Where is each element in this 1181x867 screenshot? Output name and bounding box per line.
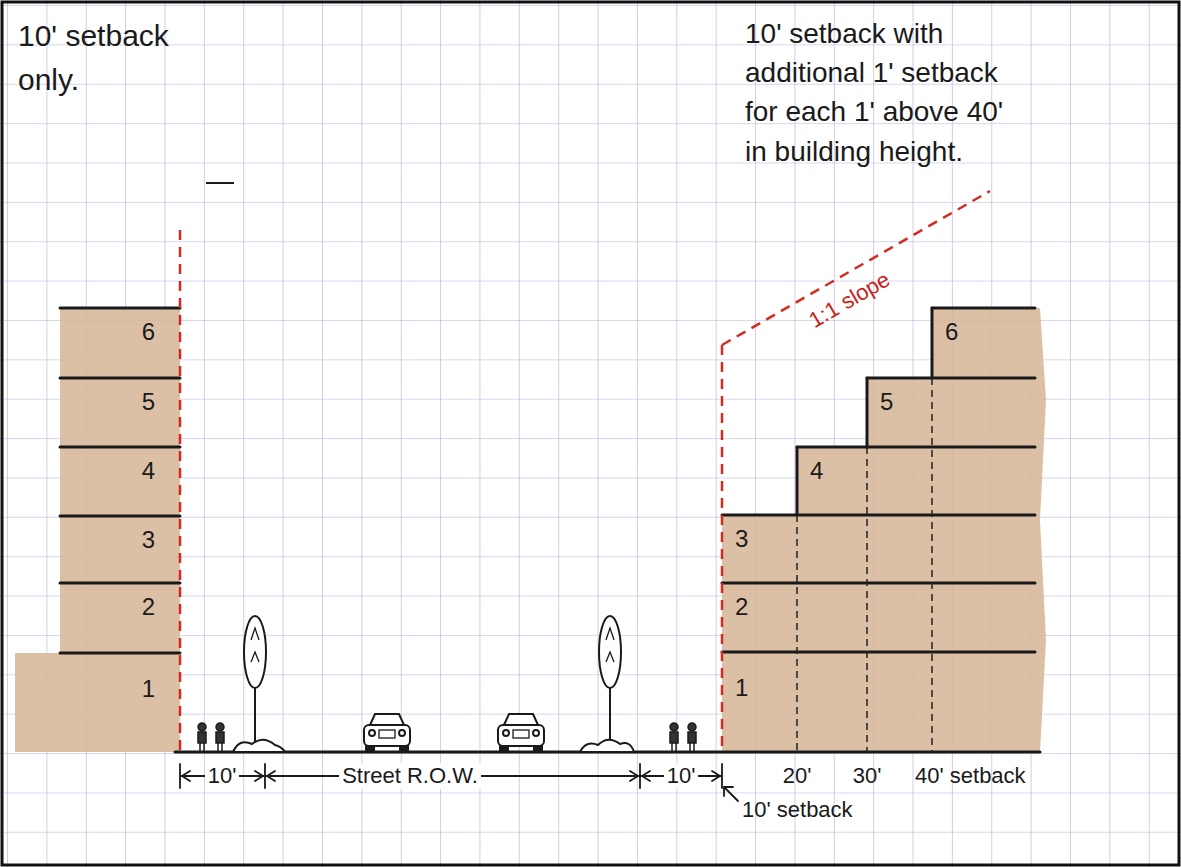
pedestrian bbox=[670, 732, 678, 743]
floor-number: 1 bbox=[142, 675, 155, 704]
floor-number: 2 bbox=[735, 593, 748, 622]
car bbox=[534, 746, 542, 752]
building-floor: 3 bbox=[722, 515, 1040, 583]
setback-line bbox=[721, 345, 724, 752]
building-floor: 3 bbox=[60, 516, 180, 583]
floor-number: 4 bbox=[810, 457, 823, 486]
note: 10' setback with additional 1' setback f… bbox=[745, 14, 1020, 171]
street-tree bbox=[251, 628, 259, 662]
pedestrian bbox=[670, 723, 678, 752]
setback-label: 10' setback bbox=[742, 797, 853, 823]
floor-number: 3 bbox=[142, 526, 155, 555]
street-tree bbox=[233, 616, 285, 752]
car bbox=[513, 730, 529, 738]
floor-line bbox=[60, 308, 1040, 752]
dimension-label: 40' setback bbox=[915, 763, 1026, 789]
floor-number: 2 bbox=[142, 593, 155, 622]
street-tree bbox=[599, 616, 621, 688]
building-fill bbox=[722, 308, 1046, 752]
building-floor: 6 bbox=[932, 308, 1040, 378]
pedestrian bbox=[200, 743, 204, 752]
pedestrian bbox=[218, 743, 222, 752]
building-floor: 4 bbox=[797, 447, 1040, 515]
building-floor: 1 bbox=[15, 653, 180, 752]
car bbox=[399, 730, 405, 736]
street-tree bbox=[233, 740, 285, 752]
pedestrian bbox=[670, 723, 678, 731]
car bbox=[503, 730, 509, 736]
pedestrian bbox=[688, 723, 696, 731]
building-floor: 5 bbox=[867, 378, 1040, 447]
floor-number: 5 bbox=[142, 388, 155, 417]
building-floor: 1 bbox=[722, 652, 1040, 752]
car bbox=[379, 730, 395, 738]
street-tree bbox=[580, 616, 634, 752]
dimension-label: 10' bbox=[664, 763, 699, 789]
floor-line bbox=[722, 308, 1035, 652]
street-tree bbox=[254, 688, 256, 745]
car bbox=[504, 714, 538, 725]
dimension-label: 20' bbox=[783, 763, 812, 789]
car bbox=[400, 746, 408, 752]
car bbox=[366, 746, 374, 752]
note: 10' setback only. bbox=[18, 14, 208, 101]
car bbox=[364, 714, 410, 752]
car bbox=[498, 725, 544, 746]
car bbox=[500, 746, 508, 752]
pedestrian bbox=[672, 743, 676, 752]
pointer-arrow bbox=[724, 787, 738, 801]
car bbox=[498, 714, 544, 752]
floor-number: 1 bbox=[735, 674, 748, 703]
car bbox=[533, 730, 539, 736]
building-floor: 5 bbox=[60, 378, 180, 447]
dimension-label: 10' bbox=[205, 763, 240, 789]
car bbox=[364, 725, 410, 746]
building-floor: 6 bbox=[60, 308, 180, 378]
street-tree bbox=[580, 740, 634, 752]
pedestrian bbox=[198, 732, 206, 743]
floor-line bbox=[60, 308, 180, 653]
pen-mark bbox=[206, 182, 234, 184]
setback-dash bbox=[797, 378, 932, 752]
building-fill bbox=[15, 308, 180, 752]
setback-line bbox=[179, 230, 182, 752]
pedestrian bbox=[216, 732, 224, 743]
floor-number: 6 bbox=[142, 318, 155, 347]
pedestrian bbox=[198, 723, 206, 731]
floor-line bbox=[797, 308, 932, 515]
building-fill bbox=[15, 308, 1046, 752]
setback-line bbox=[180, 191, 990, 752]
building-floor: 4 bbox=[60, 447, 180, 516]
street-tree bbox=[606, 628, 614, 662]
pedestrian bbox=[690, 743, 694, 752]
floor-number: 4 bbox=[142, 457, 155, 486]
car bbox=[369, 730, 375, 736]
pedestrian bbox=[688, 723, 696, 752]
pointer-arrow bbox=[724, 787, 738, 801]
floor-number: 3 bbox=[735, 525, 748, 554]
dimension-label: Street R.O.W. bbox=[339, 763, 481, 789]
pedestrian bbox=[216, 723, 224, 731]
street-tree bbox=[244, 616, 266, 688]
floor-number: 5 bbox=[880, 388, 893, 417]
setback-dash bbox=[797, 378, 932, 752]
street-tree bbox=[609, 688, 611, 745]
pedestrian bbox=[198, 723, 206, 752]
building-floor: 2 bbox=[722, 583, 1040, 652]
building-floor: 2 bbox=[60, 583, 180, 653]
pedestrian bbox=[216, 723, 224, 752]
car bbox=[370, 714, 404, 725]
pedestrian bbox=[688, 732, 696, 743]
dimension-label: 30' bbox=[853, 763, 882, 789]
floor-number: 6 bbox=[945, 318, 958, 347]
slope-label: 1:1 slope bbox=[805, 266, 896, 334]
